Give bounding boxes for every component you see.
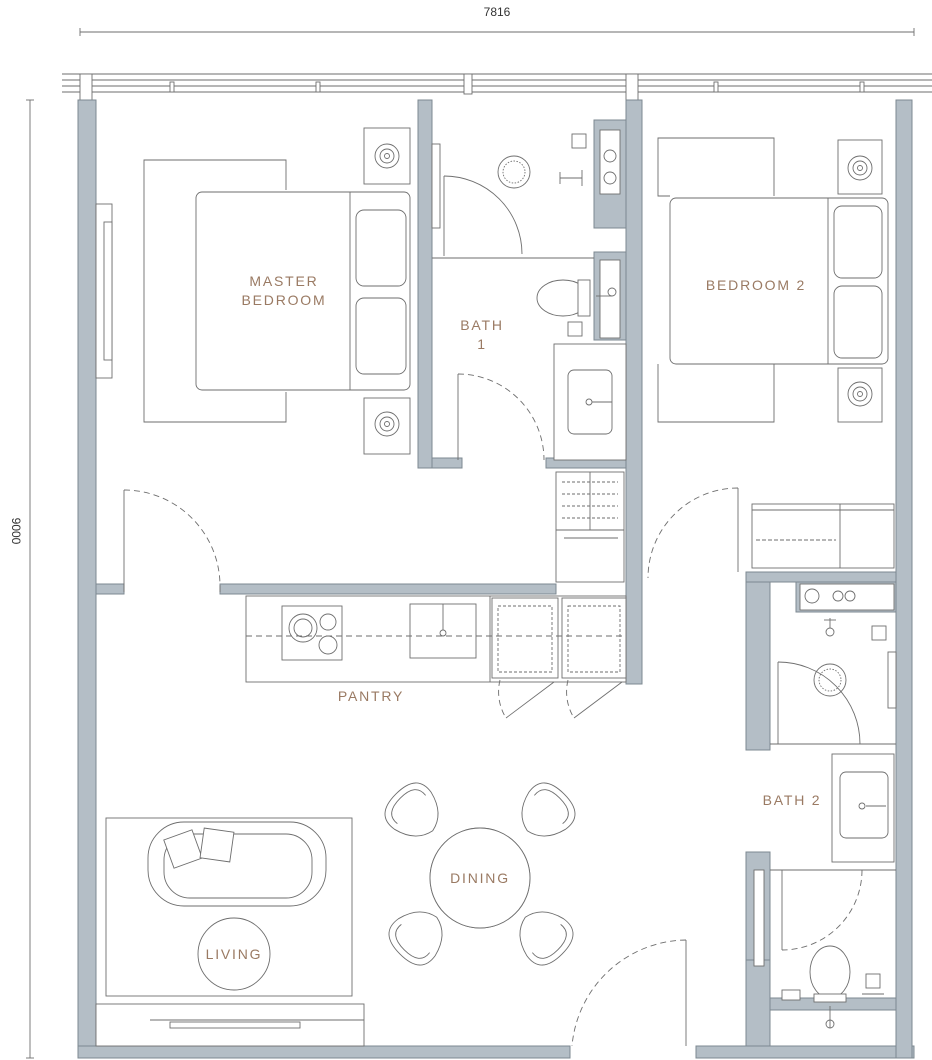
living-label: LIVING <box>206 946 263 962</box>
bath-2: BATH 2 <box>753 583 897 1029</box>
bath-2-label: BATH 2 <box>763 792 822 808</box>
master-bedroom-label-line1: MASTER <box>249 273 318 289</box>
dining-label: DINING <box>450 870 510 886</box>
master-bedroom-label-line2: BEDROOM <box>242 292 327 308</box>
bath-1-label-line1: BATH <box>460 317 504 333</box>
west-window <box>95 203 113 379</box>
height-dimension-label: 9000 <box>9 518 23 545</box>
pantry-label: PANTRY <box>338 688 404 704</box>
dining: DINING <box>384 782 576 966</box>
bedroom-2-label: BEDROOM 2 <box>706 277 806 293</box>
pantry: PANTRY <box>245 595 627 719</box>
top-window-strip <box>62 73 932 101</box>
bath-1-label-line2: 1 <box>477 336 487 352</box>
entrance-door <box>571 939 687 1047</box>
storage-cabinet-1 <box>555 471 625 583</box>
bath-1: BATH 1 <box>431 129 627 461</box>
bedroom-2: BEDROOM 2 <box>647 137 895 579</box>
width-dimension-label: 7816 <box>484 5 511 19</box>
width-dimension: 7816 <box>79 5 915 36</box>
living: LIVING <box>95 817 365 1047</box>
height-dimension: 9000 <box>9 99 34 1059</box>
master-bedroom: MASTER BEDROOM <box>123 127 411 592</box>
